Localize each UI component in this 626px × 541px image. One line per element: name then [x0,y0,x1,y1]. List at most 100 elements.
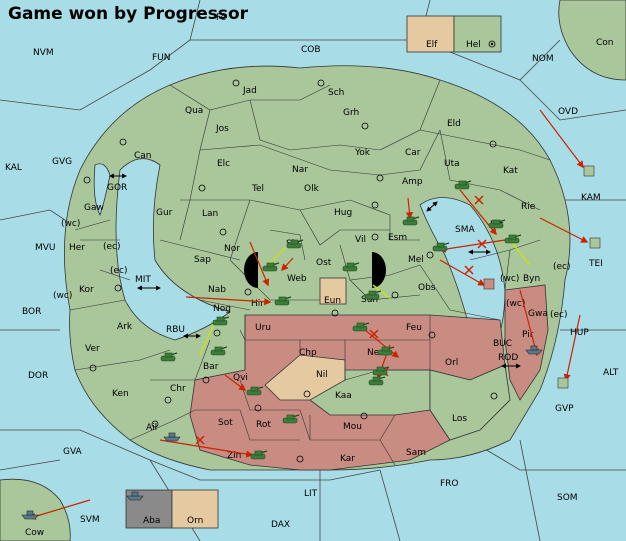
svg-text:ALT: ALT [603,368,619,378]
sea-labels: NVM FUN COB NOM Con OVD KAL GVG GOR MVU … [5,38,619,538]
svg-text:KAM: KAM [581,193,601,203]
red-east [504,284,549,401]
svg-text:Gur: Gur [156,208,173,218]
svg-text:GVA: GVA [63,447,83,457]
svg-text:RBU: RBU [166,325,185,335]
legend-top-right [453,15,502,53]
svg-text:Chr: Chr [170,384,186,394]
svg-text:(ec): (ec) [103,242,121,252]
legend-aba: Aba [143,516,160,526]
svg-text:NOM: NOM [532,54,554,64]
svg-text:Amp: Amp [402,177,423,187]
island-con [558,0,626,81]
svg-text:Ark: Ark [117,322,133,332]
svg-text:Ail: Ail [146,423,157,433]
svg-text:MIT: MIT [135,275,151,285]
svg-text:Zin: Zin [227,451,241,461]
svg-text:Cow: Cow [25,528,44,538]
svg-text:Olk: Olk [304,184,320,194]
svg-text:Qvi: Qvi [233,373,248,383]
svg-text:Ost: Ost [316,258,332,268]
svg-text:Pir: Pir [522,330,534,340]
svg-text:(ec): (ec) [550,310,568,320]
svg-text:(wc): (wc) [500,274,519,284]
svg-text:Web: Web [287,274,307,284]
svg-text:(wc): (wc) [53,291,72,301]
svg-text:Gaw: Gaw [84,203,104,213]
svg-text:Rie: Rie [521,202,536,212]
svg-text:Car: Car [405,148,421,158]
svg-text:Kat: Kat [503,166,518,176]
tan-eun [319,277,347,305]
inner-lake [115,158,231,341]
marker-east [372,252,386,288]
game-title: Game won by Progressor [8,4,249,24]
svg-text:SMA: SMA [455,225,475,235]
svg-text:GVP: GVP [555,404,574,414]
svg-text:Eun: Eun [324,296,341,306]
svg-text:BOR: BOR [22,307,41,317]
legend-top-left [406,15,455,53]
svg-text:Feu: Feu [406,323,422,333]
svg-text:Yok: Yok [354,148,371,158]
svg-text:(wc): (wc) [61,219,80,229]
svg-text:Obs: Obs [418,283,436,293]
svg-text:Gwa: Gwa [528,309,548,319]
svg-text:SVM: SVM [80,515,100,525]
svg-text:Kor: Kor [79,285,94,295]
svg-text:ROD: ROD [498,353,518,363]
svg-text:FUN: FUN [152,53,171,63]
svg-text:Qua: Qua [185,106,203,116]
land-labels: Fe Jad Sch Qua Jos Grh Eld Can Elc Yok C… [53,13,571,464]
svg-text:Jad: Jad [242,86,257,96]
channel-arrows [109,173,521,369]
svg-text:LIT: LIT [304,489,318,499]
svg-text:(ec): (ec) [110,266,128,276]
svg-text:Neu: Neu [367,348,385,358]
svg-text:Grh: Grh [343,108,359,118]
support-lines [199,239,531,356]
svg-text:Sun: Sun [361,295,378,305]
svg-text:(wc): (wc) [506,299,525,309]
svg-text:Her: Her [69,243,85,253]
svg-text:Hir: Hir [251,299,264,309]
svg-text:Byn: Byn [523,274,540,284]
svg-text:COB: COB [301,45,321,55]
svg-text:DAX: DAX [271,520,290,530]
svg-text:GOR: GOR [107,183,127,193]
legend-elf: Elf [426,40,438,50]
legend-orn: Orn [187,516,203,526]
svg-text:Fe: Fe [216,13,227,23]
svg-text:Hug: Hug [334,208,352,218]
svg-text:Sot: Sot [218,418,233,428]
svg-text:Rot: Rot [256,420,271,430]
svg-text:Tel: Tel [251,184,264,194]
svg-text:Nab: Nab [208,285,226,295]
island-cow [0,478,71,541]
marker-west [244,252,258,288]
svg-text:Chp: Chp [299,348,317,358]
svg-text:NVM: NVM [33,48,54,58]
svg-text:BUC: BUC [493,339,512,349]
svg-text:FRO: FRO [440,479,459,489]
svg-text:Eld: Eld [447,119,461,129]
svg-text:Elc: Elc [217,159,230,169]
svg-text:(ec): (ec) [553,262,571,272]
cut-markers [195,195,487,445]
svg-text:Ken: Ken [112,389,129,399]
svg-text:Nor: Nor [224,244,240,254]
svg-text:Nog: Nog [213,304,231,314]
svg-text:Uta: Uta [444,159,460,169]
svg-text:Nar: Nar [292,165,308,175]
svg-text:OVD: OVD [558,107,578,117]
west-channel [93,163,111,217]
green-los [429,364,511,441]
svg-text:Nil: Nil [316,370,328,380]
svg-text:Can: Can [134,151,152,161]
svg-text:Sap: Sap [194,255,211,265]
svg-text:GVG: GVG [52,157,72,167]
svg-text:Lan: Lan [202,209,218,219]
legend-bottom-right [171,489,219,529]
svg-text:MVU: MVU [35,243,56,253]
